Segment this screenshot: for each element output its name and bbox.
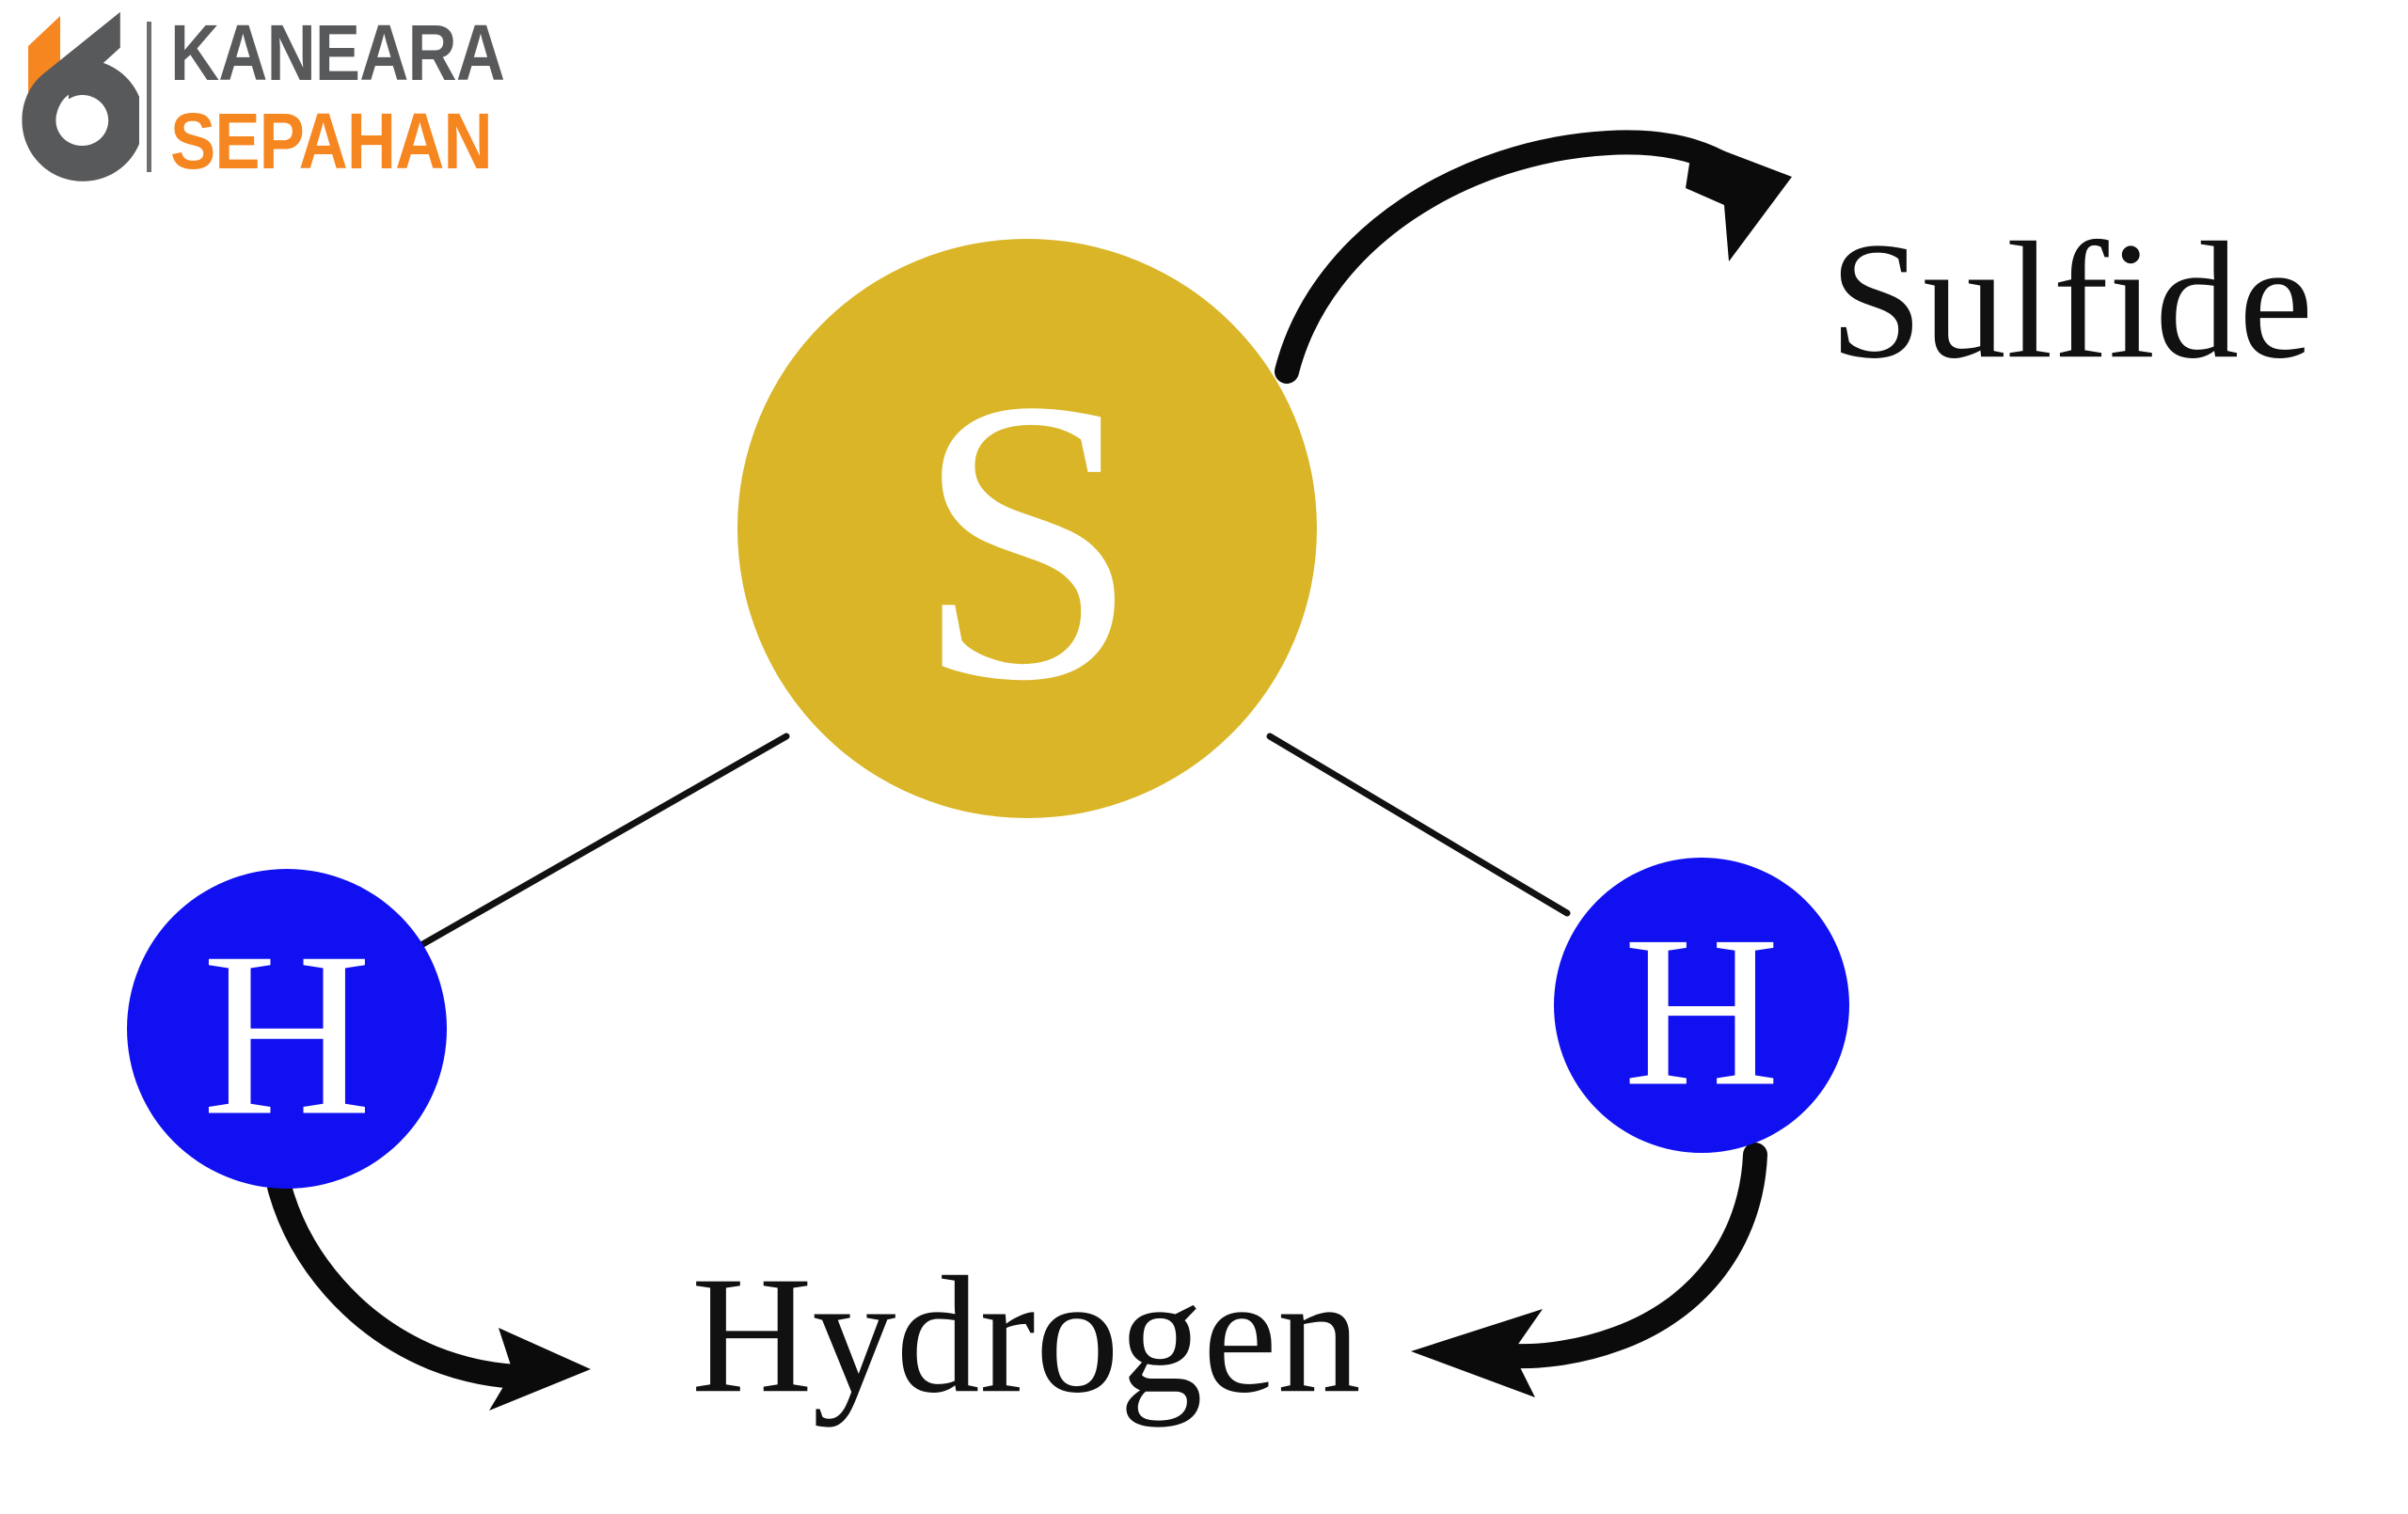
atom-hydrogen-right-circle[interactable] (1554, 858, 1849, 1153)
kaneara-flame-six-mark-icon (22, 11, 139, 181)
arrow-hydrogen-left-to-label (267, 1175, 591, 1411)
atom-sulfur-circle[interactable] (737, 239, 1317, 818)
arrow-sulfur-to-sulfide (1275, 130, 1792, 384)
brand-wordmark: KANEARA SEPAHAN (170, 13, 559, 181)
arrow-hydrogen-right-to-label (1411, 1143, 1767, 1397)
hydrogen-label: Hydrogen (691, 1241, 1361, 1427)
atom-hydrogen-right[interactable]: H (1554, 858, 1849, 1153)
brand-logo: KANEARA SEPAHAN (17, 8, 506, 186)
atom-sulfur[interactable]: S (737, 239, 1317, 818)
bond-sulfur-hydrogen-right (1266, 733, 1571, 917)
atom-hydrogen-left[interactable]: H (127, 869, 447, 1189)
atom-hydrogen-right-symbol: H (1624, 891, 1780, 1131)
brand-secondary-word: SEPAHAN (170, 97, 493, 185)
brand-primary-word: KANEARA (170, 8, 505, 97)
atom-hydrogen-left-symbol: H (202, 905, 372, 1165)
brand-divider (147, 22, 151, 172)
bond-sulfur-hydrogen-left (416, 733, 790, 950)
atom-hydrogen-left-circle[interactable] (127, 869, 447, 1189)
sulfide-label: Sulfide (1830, 207, 2313, 393)
atom-sulfur-symbol: S (914, 317, 1139, 765)
